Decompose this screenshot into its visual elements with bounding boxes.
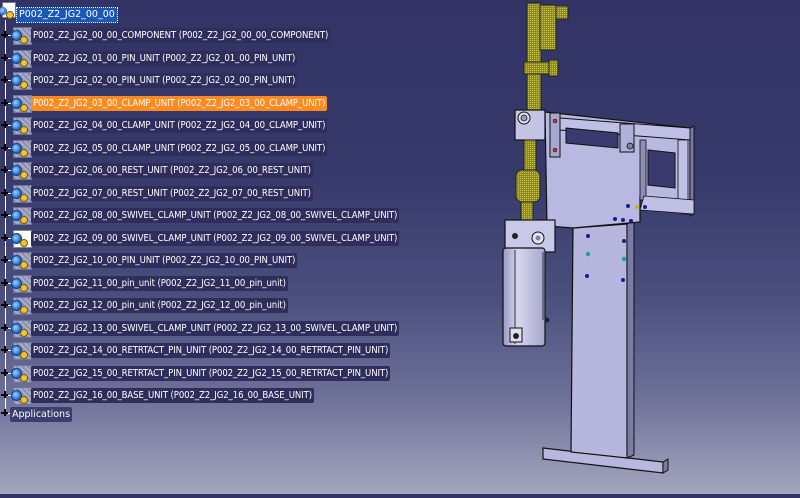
expand-node-icon[interactable] — [0, 300, 9, 309]
tree-node[interactable]: P002_Z2_JG2_11_00_pin_unit (P002_Z2_JG2_… — [31, 275, 288, 291]
tree-node[interactable]: P002_Z2_JG2_14_00_RETRTACT_PIN_UNIT (P00… — [31, 343, 391, 358]
expand-node-icon[interactable] — [0, 368, 9, 377]
part-icon — [11, 207, 32, 225]
product-icon — [11, 229, 32, 248]
tree-node[interactable]: P002_Z2_JG2_07_00_REST_UNIT (P002_Z2_JG2… — [31, 185, 313, 201]
expand-node-icon[interactable] — [0, 143, 9, 152]
expand-node-icon[interactable] — [0, 345, 9, 354]
part-icon — [11, 139, 32, 158]
part-icon — [11, 162, 32, 180]
part-icon — [11, 72, 32, 90]
expand-node-icon[interactable] — [0, 75, 9, 84]
part-icon — [11, 364, 32, 383]
tree-node[interactable]: P002_Z2_JG2_08_00_SWIVEL_CLAMP_UNIT (P00… — [31, 208, 400, 223]
jig-assembly-model[interactable] — [480, 0, 800, 494]
expand-node-icon[interactable] — [0, 210, 9, 219]
expand-node-icon[interactable] — [0, 255, 9, 264]
expand-node-icon[interactable] — [0, 278, 9, 287]
part-icon — [11, 184, 32, 203]
tree-node[interactable]: P002_Z2_JG2_16_00_BASE_UNIT (P002_Z2_JG2… — [31, 388, 314, 403]
3d-viewport[interactable] — [480, 0, 800, 494]
expand-node-icon[interactable] — [0, 30, 9, 39]
expand-node-icon[interactable] — [0, 98, 9, 107]
expand-node-icon[interactable] — [0, 233, 9, 242]
part-icon — [11, 94, 32, 113]
expand-node-icon[interactable] — [0, 188, 9, 197]
part-icon — [11, 297, 32, 315]
expand-applications-icon[interactable] — [0, 408, 9, 417]
tree-node[interactable]: P002_Z2_JG2_05_00_CLAMP_UNIT (P002_Z2_JG… — [31, 140, 328, 156]
part-icon — [11, 342, 32, 360]
expand-node-icon[interactable] — [0, 390, 9, 399]
specification-tree: P002_Z2_JG2_00_00 P002_Z2_JG2_00_00_COMP… — [0, 2, 400, 422]
tree-node[interactable]: P002_Z2_JG2_09_00_SWIVEL_CLAMP_UNIT (P00… — [31, 230, 400, 246]
part-icon — [11, 319, 32, 338]
tree-node[interactable]: P002_Z2_JG2_02_00_PIN_UNIT (P002_Z2_JG2_… — [31, 73, 298, 88]
expand-node-icon[interactable] — [0, 120, 9, 129]
part-icon — [11, 274, 32, 293]
part-icon — [11, 49, 32, 68]
tree-node[interactable]: P002_Z2_JG2_03_00_CLAMP_UNIT (P002_Z2_JG… — [31, 95, 328, 111]
tree-node[interactable]: P002_Z2_JG2_12_00_pin_unit (P002_Z2_JG2_… — [31, 298, 288, 313]
tree-node[interactable]: P002_Z2_JG2_15_00_RETRTACT_PIN_UNIT (P00… — [31, 365, 391, 381]
expand-node-icon[interactable] — [0, 323, 9, 332]
tree-node[interactable]: P002_Z2_JG2_10_00_PIN_UNIT (P002_Z2_JG2_… — [31, 253, 298, 268]
expand-node-icon[interactable] — [0, 53, 9, 62]
part-icon — [11, 387, 32, 405]
tree-node[interactable]: P002_Z2_JG2_13_00_SWIVEL_CLAMP_UNIT (P00… — [31, 320, 400, 336]
tree-node[interactable]: P002_Z2_JG2_04_00_CLAMP_UNIT (P002_Z2_JG… — [31, 118, 328, 133]
tree-node-applications[interactable]: Applications — [10, 407, 73, 422]
expand-node-icon[interactable] — [0, 165, 9, 174]
tree-node[interactable]: P002_Z2_JG2_01_00_PIN_UNIT (P002_Z2_JG2_… — [31, 50, 298, 66]
product-icon — [0, 2, 16, 19]
tree-node[interactable]: P002_Z2_JG2_06_00_REST_UNIT (P002_Z2_JG2… — [31, 163, 313, 178]
component-icon — [11, 27, 32, 45]
tree-node[interactable]: P002_Z2_JG2_00_00_COMPONENT (P002_Z2_JG2… — [31, 28, 331, 43]
part-icon — [11, 117, 32, 135]
tree-root-label[interactable]: P002_Z2_JG2_00_00 — [16, 7, 118, 23]
part-icon — [11, 252, 32, 270]
